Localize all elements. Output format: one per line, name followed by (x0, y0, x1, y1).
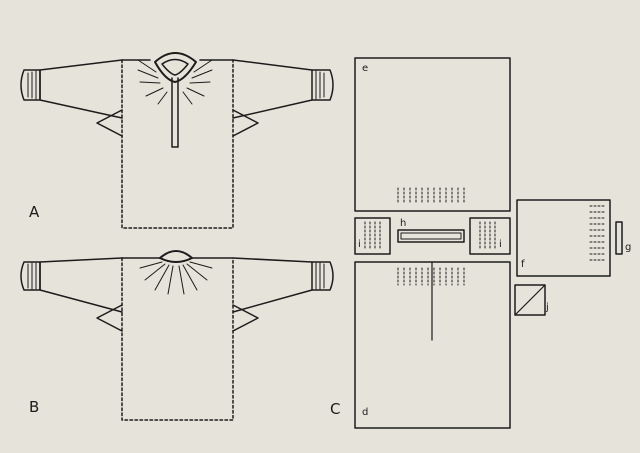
label-c: C (330, 400, 341, 418)
label-a: A (29, 203, 40, 221)
label-j: j (546, 302, 549, 313)
cuff-left (354, 217, 391, 255)
label-d: d (362, 407, 369, 418)
shirt-a-sleeve-left (39, 59, 123, 119)
shirt-b-body (121, 257, 234, 421)
shirt-a-body (121, 59, 234, 229)
shirt-b-gusset-left (96, 304, 123, 332)
shirt-a-sleeve-right (232, 59, 313, 119)
label-h: h (400, 218, 407, 229)
shirt-a-cuff-right (311, 69, 334, 101)
shirt-b-cuff-right (311, 261, 334, 291)
shirt-a-neck-slit (171, 77, 179, 148)
label-f: f (521, 259, 525, 270)
label-i-right: i (499, 239, 502, 250)
label-i-left: i (358, 239, 361, 250)
shirt-b (20, 250, 334, 421)
shirt-b-sleeve-right (232, 257, 313, 313)
pattern-c (354, 57, 623, 429)
panel-e (354, 57, 511, 212)
collar-band (397, 229, 465, 243)
sleeve-f (516, 199, 611, 277)
shirt-b-gusset-right (232, 304, 259, 332)
shirt-a-gusset-right (232, 109, 259, 137)
shirt-a-cuff-left (20, 69, 41, 101)
shirt-b-sleeve-left (39, 257, 123, 313)
shirt-a-collar (154, 52, 197, 83)
shirt-a-gusset-left (96, 109, 123, 137)
label-b: B (29, 398, 40, 416)
shirt-a (20, 52, 334, 229)
shirt-b-cuff-left (20, 261, 41, 291)
label-g: g (625, 242, 632, 253)
strip-g (615, 221, 623, 255)
cuff-right (469, 217, 511, 255)
gusset-j (514, 284, 546, 316)
label-e: e (362, 63, 369, 74)
shirt-b-collar (159, 250, 193, 263)
